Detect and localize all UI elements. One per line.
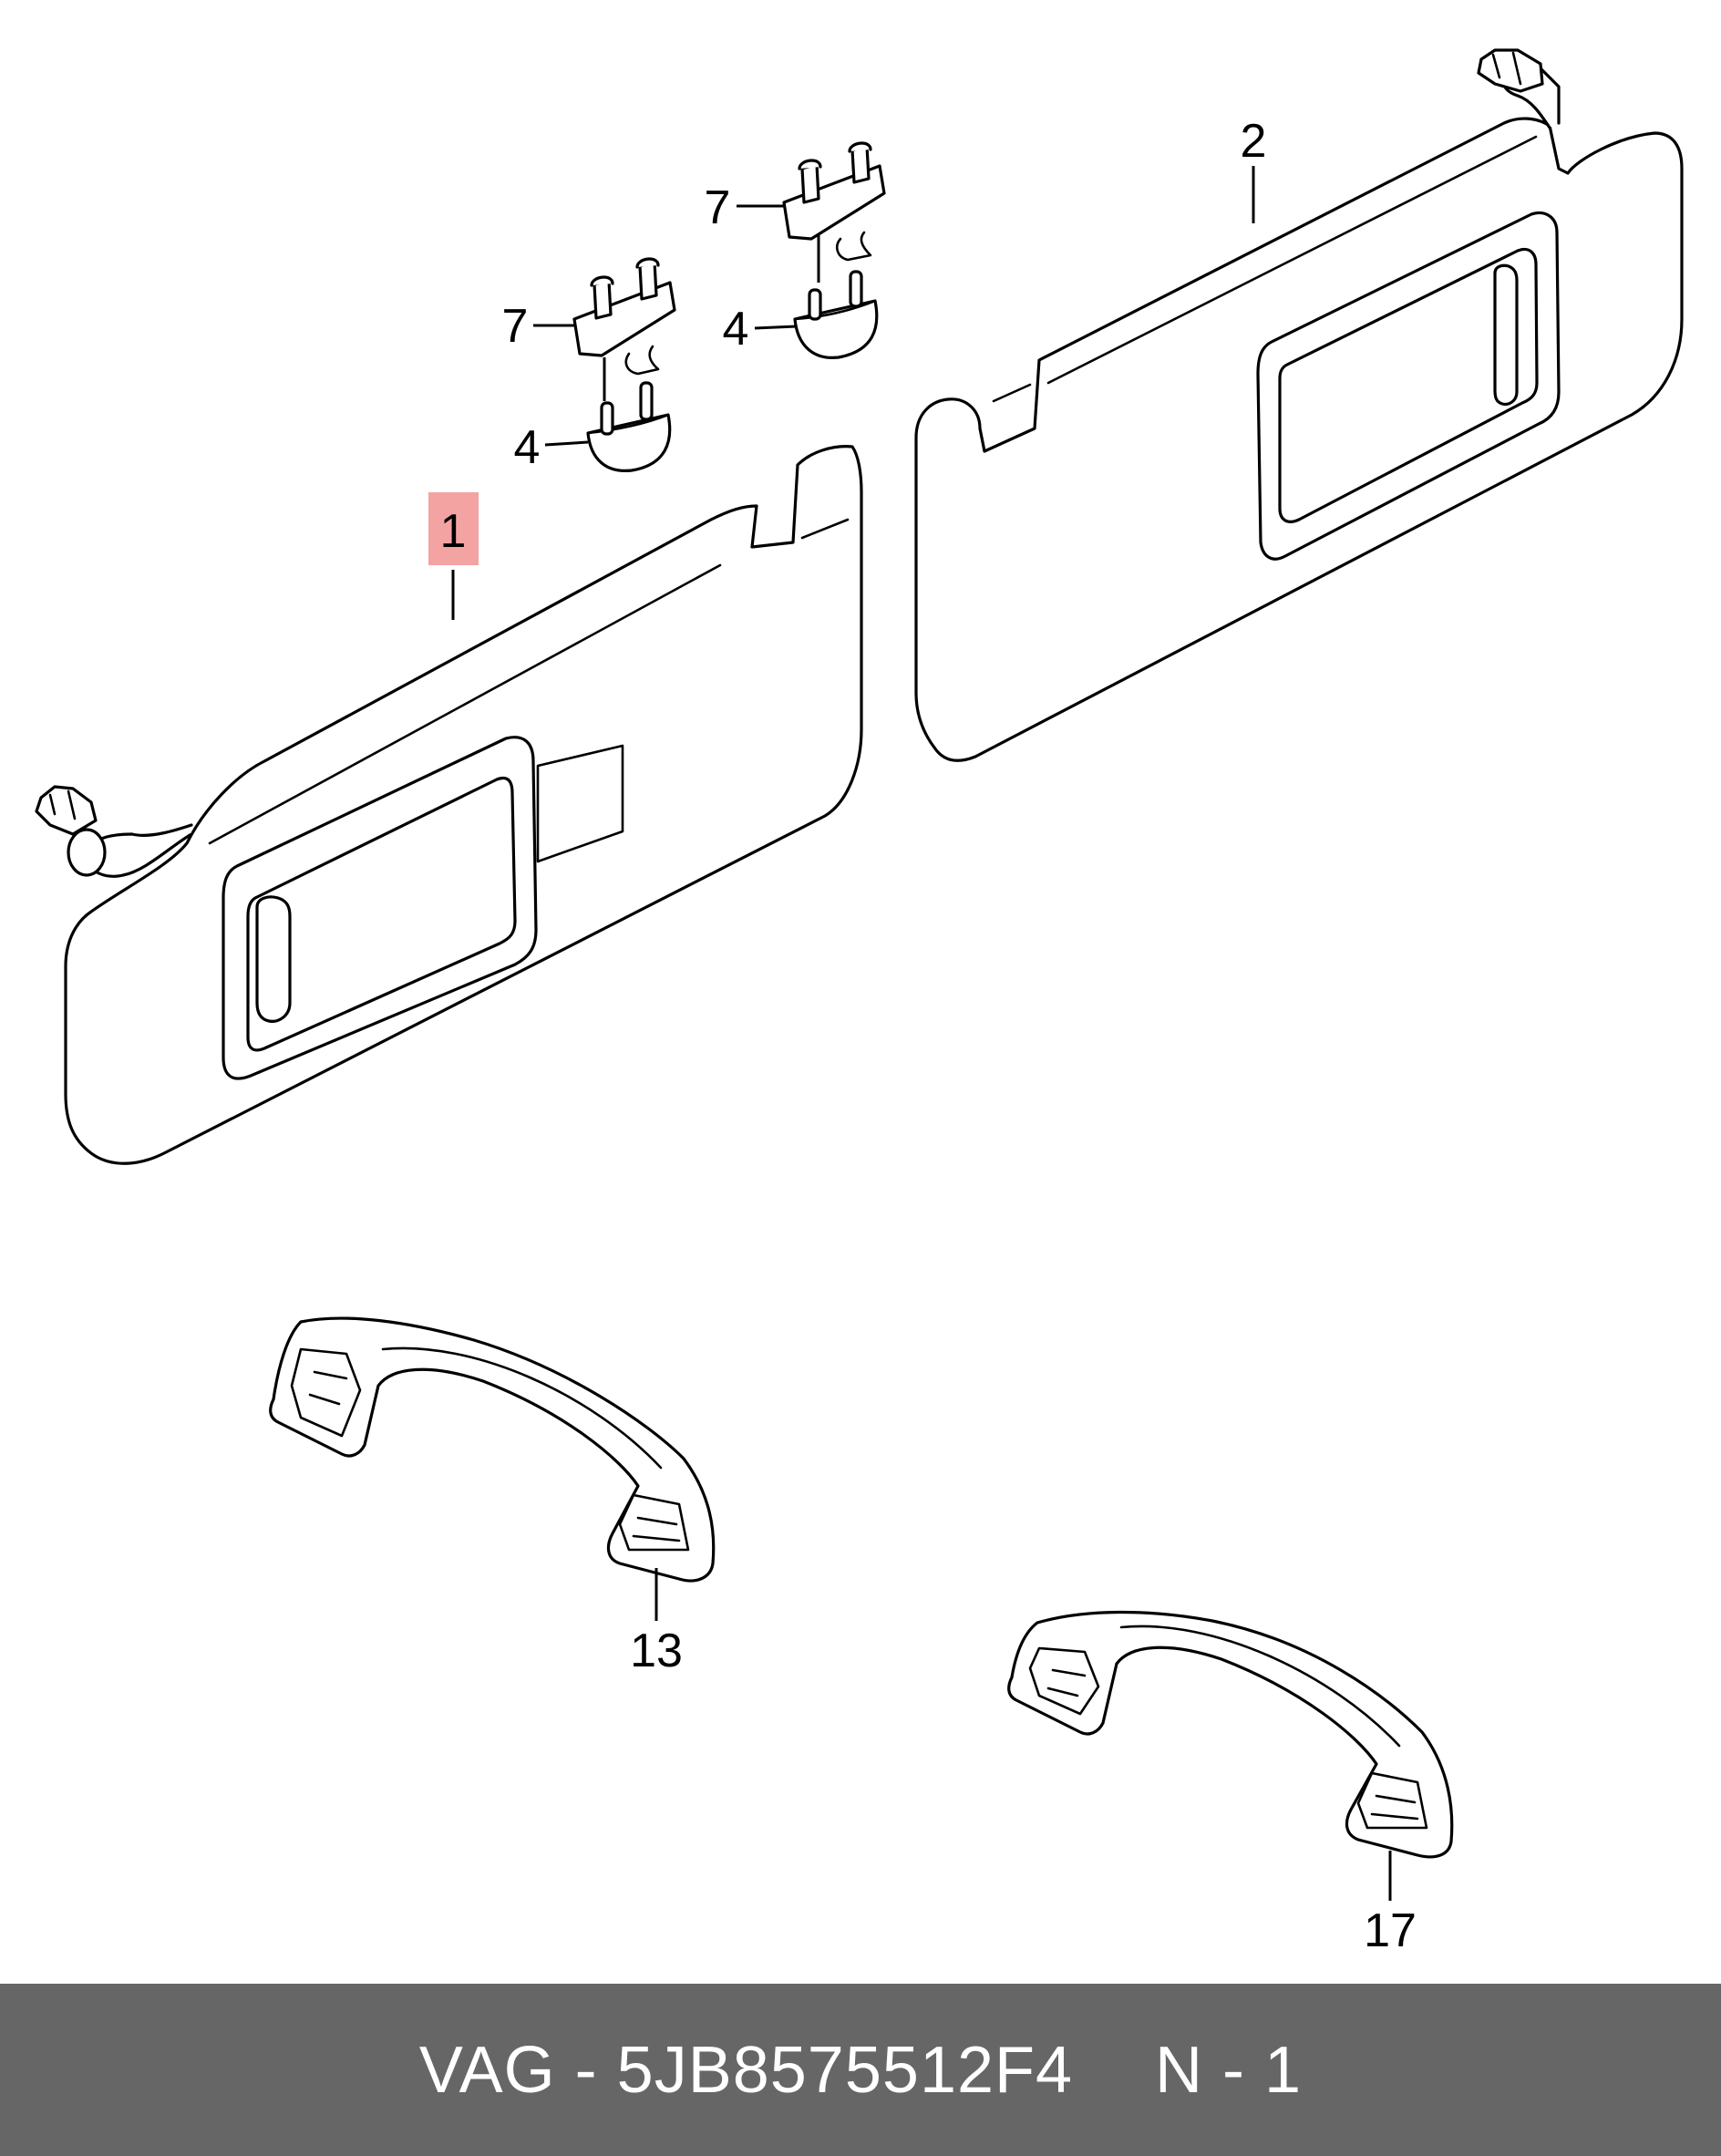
exploded-parts-diagram: 1 2 7 7 4 4 13 17	[35, 48, 1684, 1957]
callout-label: 7	[502, 300, 529, 353]
callout-label: 1	[440, 505, 467, 558]
callout-17: 17	[1364, 1851, 1417, 1957]
part-number: 5JB8575512F4	[616, 2033, 1074, 2107]
separator: -	[574, 2033, 598, 2107]
brand-name: VAG	[418, 2033, 556, 2107]
sun-visor-right	[914, 48, 1684, 762]
callout-1-highlight	[428, 492, 479, 565]
callout-1: 1	[428, 492, 479, 620]
callout-label: 4	[514, 421, 541, 474]
visor-hook-lower	[586, 381, 672, 472]
visor-clip-mount-lower	[572, 257, 676, 376]
grab-handle-17	[1007, 1610, 1454, 1859]
page-reference: N - 1	[1155, 2033, 1303, 2107]
sun-visor-left	[35, 445, 863, 1165]
leader-line	[544, 440, 589, 447]
callout-4-lower: 4	[514, 421, 589, 474]
callout-7-upper: 7	[705, 181, 820, 283]
callout-13: 13	[630, 1568, 683, 1677]
visor-hook-upper	[793, 270, 879, 359]
callout-label: 7	[705, 181, 731, 234]
callout-label: 4	[723, 303, 749, 356]
part-number-banner: VAG - 5JB8575512F4 N - 1	[0, 1984, 1721, 2156]
callout-7-lower: 7	[502, 300, 606, 401]
callout-label: 17	[1364, 1904, 1417, 1957]
callout-2: 2	[1241, 115, 1267, 223]
callout-label: 13	[630, 1625, 683, 1677]
callout-label: 2	[1241, 115, 1267, 168]
grab-handle-13	[269, 1316, 716, 1583]
callout-4-upper: 4	[723, 303, 798, 356]
visor-clip-mount-upper	[782, 141, 886, 262]
leader-line	[754, 325, 798, 330]
